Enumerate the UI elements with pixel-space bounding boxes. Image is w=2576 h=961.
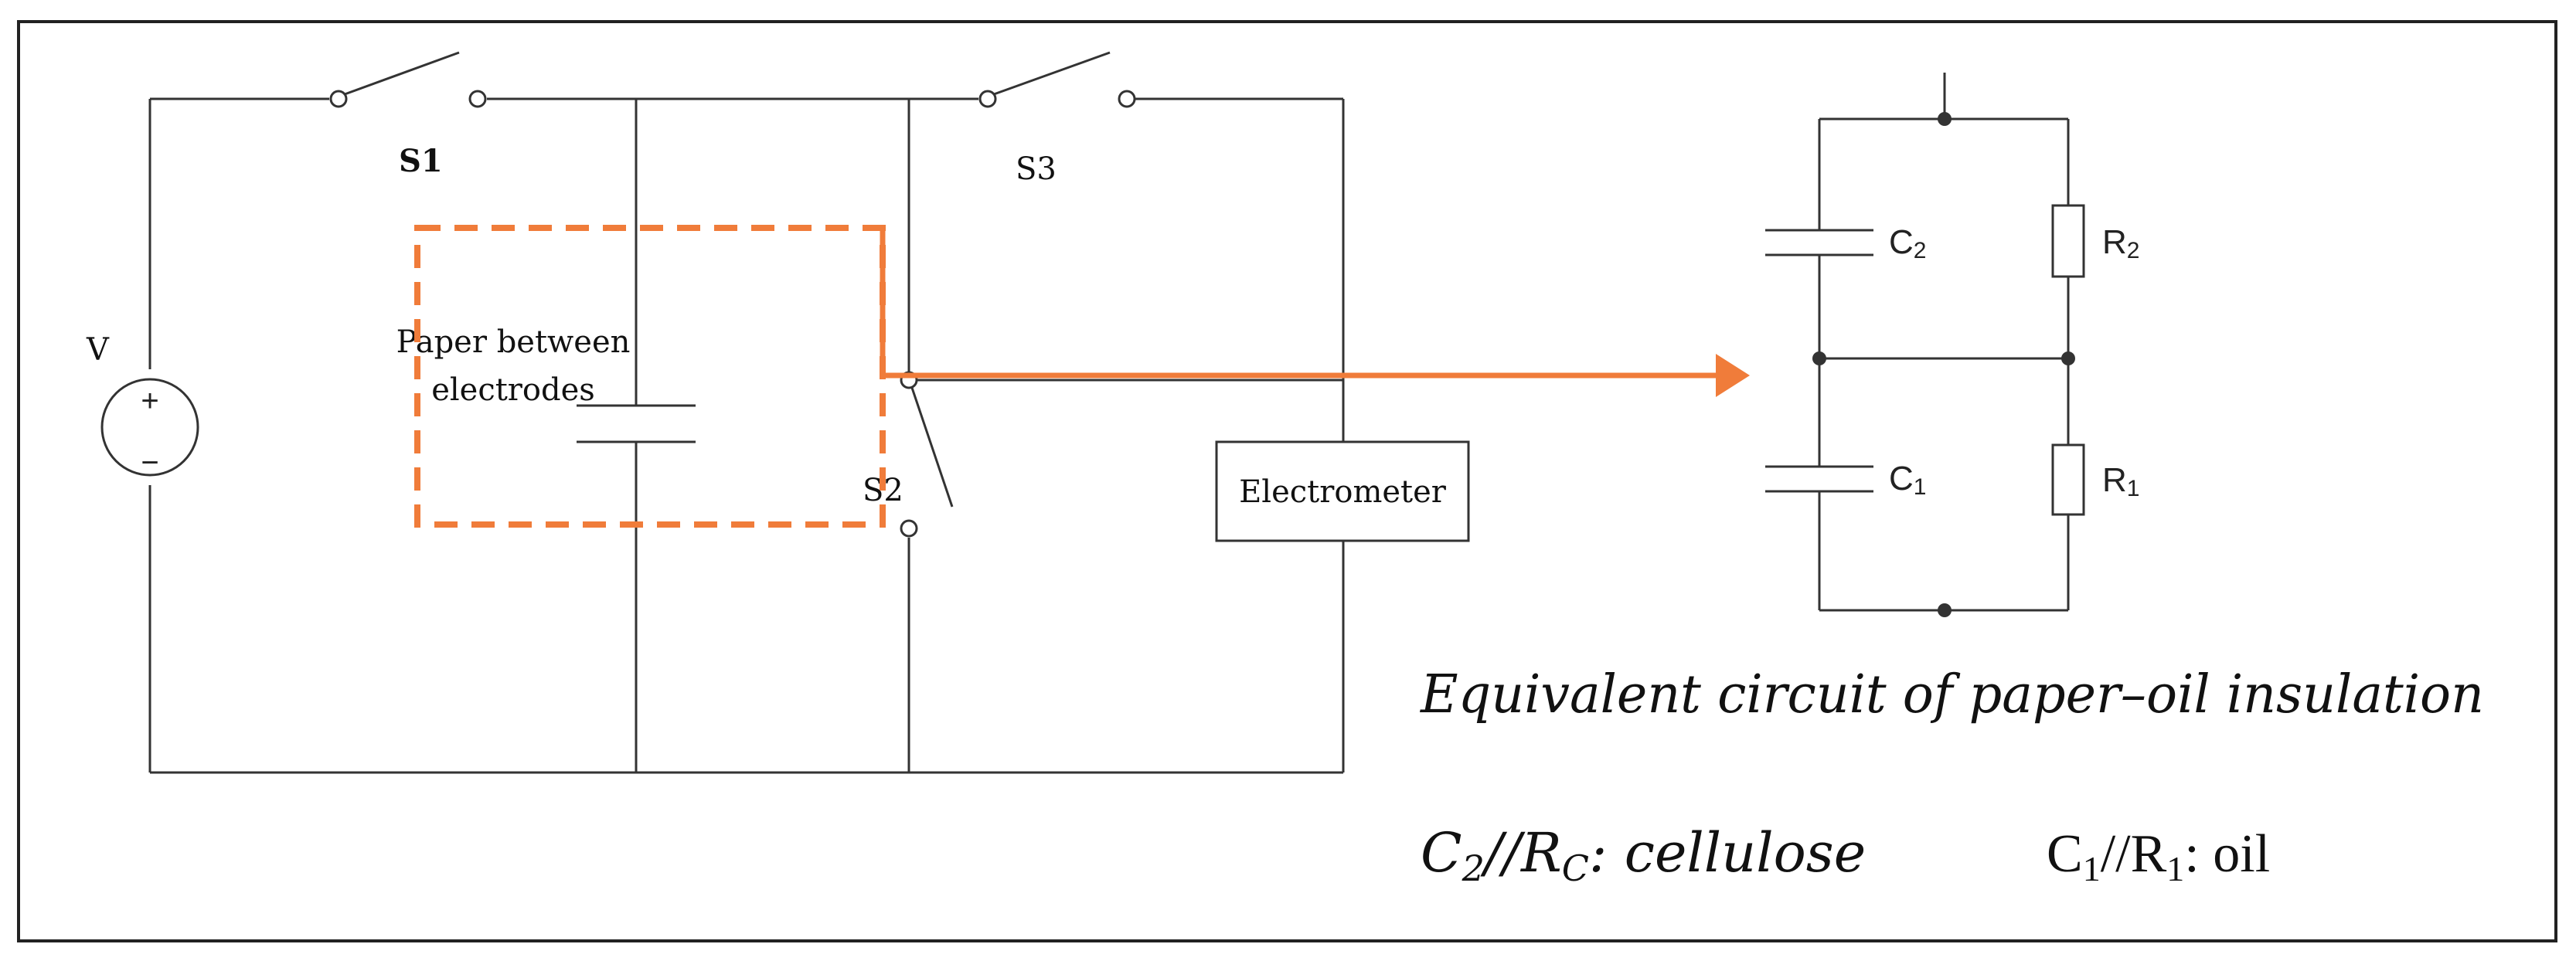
switch-s3: S3 [978, 51, 1136, 187]
switch-s1-terminal-right [468, 90, 487, 108]
resistor-r2-label: R2 [2102, 223, 2139, 263]
node-bottom [1938, 603, 1952, 617]
resistor-r1-label: R1 [2102, 461, 2139, 501]
equivalent-circuit: C2 R2 C1 R1 Equivalent circuit of pa [1419, 73, 2484, 725]
node-middle-right [2061, 351, 2075, 365]
circuit-wiring [148, 97, 1345, 774]
resistor-r2: R2 [2051, 204, 2139, 278]
sample-label-line2: electrodes [431, 372, 595, 408]
highlight-callout [414, 225, 1750, 528]
highlight-arrow-head [1716, 354, 1750, 397]
figure-frame [17, 20, 2557, 942]
electrometer: Electrometer [1215, 440, 1470, 542]
resistor-r2-body [2051, 204, 2085, 278]
legend-oil: C1//R1: oil [2047, 824, 2270, 888]
switch-s2-terminal-bottom [900, 519, 918, 538]
measurement-circuit: + − V S1 S3 S2 Paper be [86, 51, 1750, 774]
legend-cellulose: C2//RC: cellulose [1421, 821, 1866, 889]
switch-s3-terminal-right [1118, 90, 1136, 108]
equivalent-circuit-caption: Equivalent circuit of paper–oil insulati… [1419, 664, 2484, 725]
electrometer-box [1215, 440, 1470, 542]
capacitor-c2: C2 [1765, 223, 1926, 263]
sample-capacitor: Paper between electrodes [396, 324, 696, 443]
voltage-source: + − V [86, 332, 199, 480]
legend: C2//RC: cellulose C1//R1: oil [1421, 821, 2270, 889]
capacitor-c1-label: C1 [1889, 460, 1926, 500]
voltage-source-minus: − [141, 446, 158, 480]
switch-s2: S2 [863, 371, 954, 538]
voltage-source-plus: + [141, 384, 158, 418]
node-top [1938, 112, 1952, 126]
capacitor-c1: C1 [1765, 460, 1926, 500]
equivalent-wiring [1818, 73, 2070, 612]
voltage-source-label: V [86, 332, 110, 368]
resistor-r1: R1 [2051, 443, 2139, 516]
switch-s3-terminal-left [978, 90, 997, 108]
sample-label-line1: Paper between [396, 324, 631, 360]
switch-s3-label: S3 [1016, 151, 1057, 187]
switch-s1-terminal-left [329, 90, 348, 108]
capacitor-c2-label: C2 [1889, 223, 1926, 263]
voltage-source-circle [100, 378, 199, 477]
resistor-r1-body [2051, 443, 2085, 516]
electrometer-label: Electrometer [1239, 474, 1447, 510]
switch-s1: S1 [329, 51, 487, 179]
switch-s1-label: S1 [399, 143, 443, 179]
node-middle-left [1812, 351, 1826, 365]
